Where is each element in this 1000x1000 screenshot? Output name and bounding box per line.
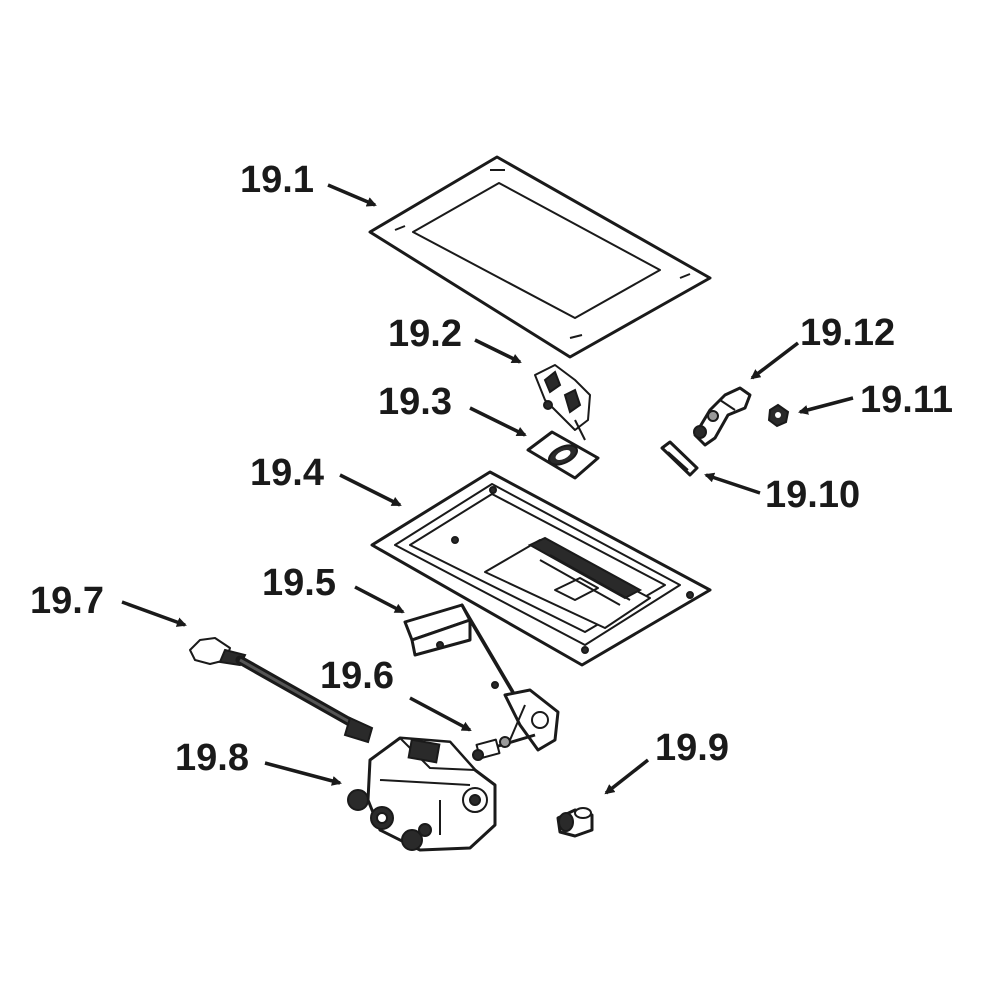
arrow-19-6 bbox=[409, 696, 472, 732]
part-19-6-pilot-assembly bbox=[472, 704, 536, 761]
part-19-1-gasket bbox=[368, 155, 712, 359]
arrow-19-2 bbox=[474, 338, 522, 364]
callout-19-8: 19.8 bbox=[175, 737, 249, 779]
part-19-2-bracket bbox=[534, 364, 591, 441]
arrow-19-3 bbox=[469, 406, 527, 437]
part-19-12-pilot-orifice bbox=[693, 386, 752, 447]
callout-arrows bbox=[121, 183, 854, 795]
arrow-19-1 bbox=[327, 183, 377, 207]
arrow-19-5 bbox=[354, 585, 405, 614]
arrow-19-9 bbox=[604, 758, 650, 795]
part-19-5-mounting-bracket bbox=[403, 603, 560, 752]
part-19-7-flex-line bbox=[189, 637, 374, 744]
arrow-19-11 bbox=[798, 396, 854, 415]
callout-19-2: 19.2 bbox=[388, 313, 462, 355]
arrow-19-7 bbox=[121, 600, 187, 627]
arrow-19-12 bbox=[750, 341, 800, 380]
part-19-3-plate bbox=[526, 430, 600, 480]
part-19-4-tray bbox=[370, 470, 712, 667]
part-19-9-elbow-fitting bbox=[556, 807, 594, 838]
part-19-11-nut bbox=[767, 403, 790, 428]
callout-labels: 19.1 19.2 19.3 19.4 19.5 19.6 19.7 19.8 … bbox=[30, 159, 953, 779]
callout-19-4: 19.4 bbox=[250, 452, 324, 494]
arrow-19-4 bbox=[339, 473, 402, 507]
callout-19-10: 19.10 bbox=[765, 474, 860, 516]
arrow-19-8 bbox=[264, 761, 342, 786]
callout-19-9: 19.9 bbox=[655, 727, 729, 769]
part-19-10-tube bbox=[660, 440, 699, 477]
callout-19-12: 19.12 bbox=[800, 312, 895, 354]
callout-19-1: 19.1 bbox=[240, 159, 314, 201]
callout-19-5: 19.5 bbox=[262, 562, 336, 604]
arrow-19-10 bbox=[704, 472, 761, 495]
callout-19-11: 19.11 bbox=[860, 379, 953, 421]
callout-19-3: 19.3 bbox=[378, 381, 452, 423]
callout-19-6: 19.6 bbox=[320, 655, 394, 697]
callout-19-7: 19.7 bbox=[30, 580, 104, 622]
part-19-8-gas-valve bbox=[347, 736, 497, 852]
